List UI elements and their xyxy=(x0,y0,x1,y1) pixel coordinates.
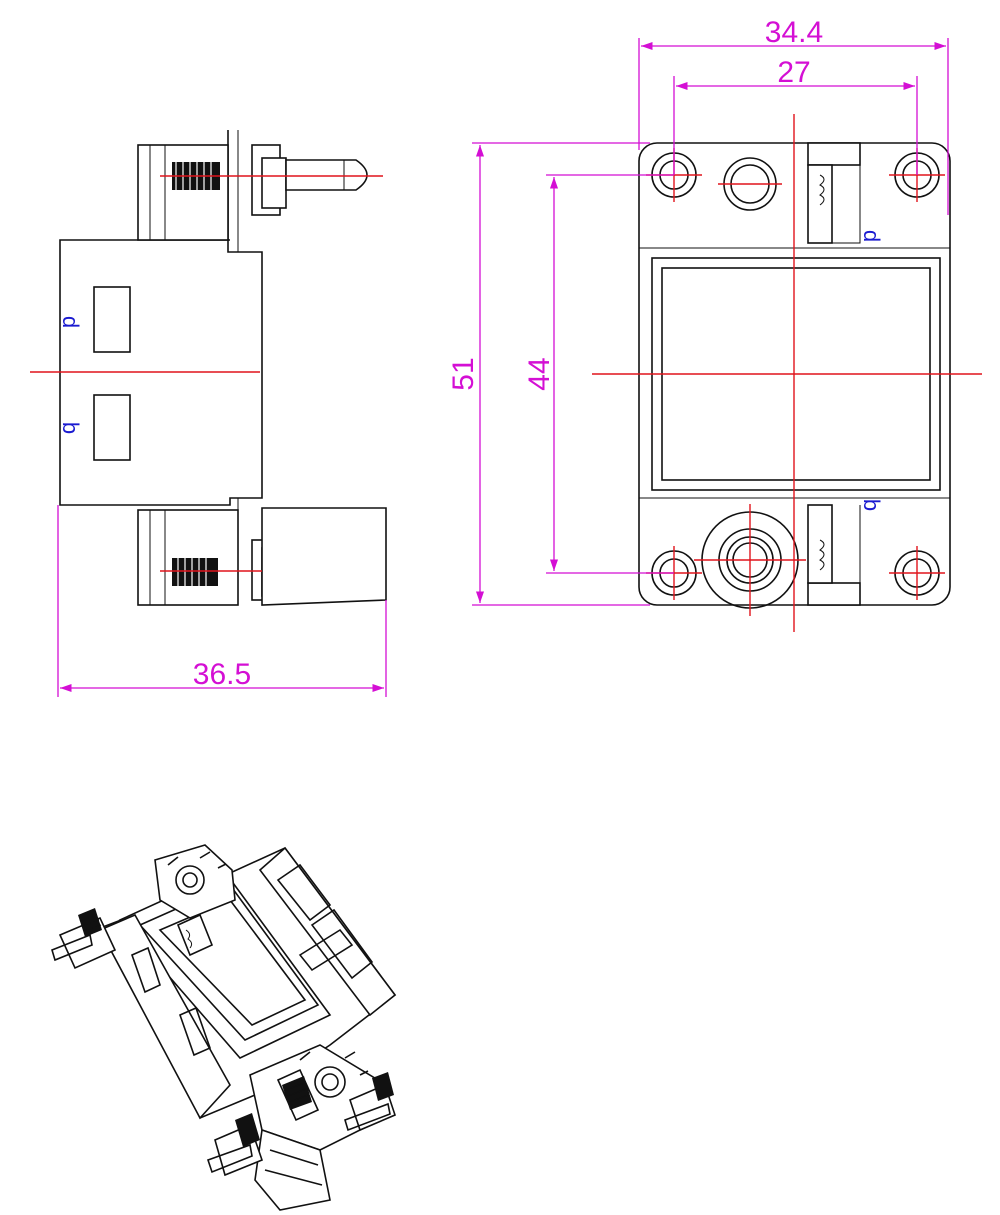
iso-lower-screw-left xyxy=(206,1113,264,1177)
iso-lower-latch xyxy=(249,1044,381,1151)
dimension-overall-width: 34.4 xyxy=(638,16,949,215)
side-view: p q xyxy=(30,130,387,606)
iso-cable-gland xyxy=(254,1128,331,1211)
front-mark-upper: p xyxy=(856,230,881,242)
side-lower-bracket xyxy=(137,507,387,606)
side-housing-body xyxy=(59,130,263,506)
dimension-hole-spacing-horizontal-label: 27 xyxy=(777,56,810,89)
iso-front-wall xyxy=(98,913,231,1120)
side-lower-screw xyxy=(172,558,218,586)
side-mark-lower: q xyxy=(55,422,80,434)
side-upper-bracket xyxy=(137,144,368,241)
dimension-overall-height-label: 51 xyxy=(447,357,480,390)
front-upper-latch xyxy=(807,142,861,244)
isometric-view xyxy=(51,844,397,1211)
dimension-side-depth-label: 36.5 xyxy=(193,658,251,691)
iso-upper-latch xyxy=(154,844,236,957)
iso-side-panel xyxy=(258,846,397,1017)
dimension-hole-spacing-vertical-label: 44 xyxy=(523,357,556,390)
iso-lower-screw-right xyxy=(344,1072,396,1132)
front-lower-latch xyxy=(807,504,861,606)
iso-upper-screw xyxy=(51,908,117,970)
front-mark-lower: q xyxy=(856,499,881,511)
dimension-hole-spacing-vertical: 44 xyxy=(523,174,674,574)
side-guide-pin xyxy=(285,159,368,191)
side-cable-entry xyxy=(261,507,387,606)
front-view: p q xyxy=(592,114,982,632)
dimension-hole-spacing-horizontal: 27 xyxy=(673,56,918,175)
dimension-side-depth: 36.5 xyxy=(57,505,387,697)
side-window-lower xyxy=(93,394,131,461)
side-window-upper xyxy=(93,286,131,353)
side-mark-upper: p xyxy=(55,316,80,328)
dimension-overall-width-label: 34.4 xyxy=(765,16,823,49)
dimension-overall-height: 51 xyxy=(447,142,650,606)
